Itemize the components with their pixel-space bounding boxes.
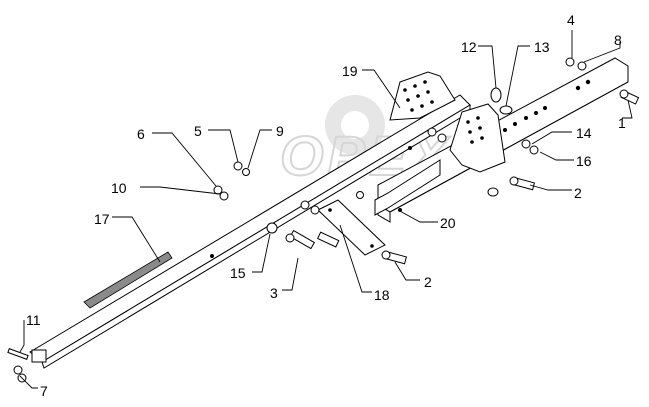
washer-7-a	[13, 365, 23, 375]
callouts: 1 2 2 3 4 5 6 7 8 9 10 11 12 13 14 15 16…	[26, 12, 626, 399]
nut-4	[565, 57, 575, 67]
pin-11	[7, 348, 29, 360]
callout-15: 15	[230, 265, 246, 281]
nut-5	[233, 161, 243, 171]
nut-15	[266, 222, 278, 234]
callout-6: 6	[137, 126, 145, 142]
nut-mid-d	[427, 127, 437, 137]
nut-6	[213, 185, 223, 195]
clip-12	[490, 87, 502, 103]
callout-5: 5	[194, 123, 202, 139]
pedal-plate-lower	[449, 103, 506, 173]
callout-16: 16	[576, 153, 592, 169]
callout-4: 4	[567, 12, 575, 28]
callout-18: 18	[374, 287, 390, 303]
callout-14: 14	[576, 125, 592, 141]
pedal-plate-upper	[389, 71, 456, 121]
callout-19: 19	[342, 63, 358, 79]
nut-mid-a	[300, 200, 310, 210]
callout-8: 8	[614, 32, 622, 48]
washer-10	[219, 191, 229, 201]
bolt-2-upper	[509, 176, 536, 191]
nut-mid-b	[310, 205, 320, 215]
callout-11: 11	[26, 312, 41, 328]
callout-12: 12	[461, 39, 477, 55]
callout-17: 17	[94, 211, 110, 227]
nut-mid-c	[356, 191, 364, 199]
leader-lines	[19, 30, 633, 389]
callout-2-lower: 2	[424, 274, 432, 290]
washer-8	[577, 61, 587, 71]
callout-9: 9	[276, 123, 284, 139]
callout-7: 7	[40, 383, 48, 399]
callout-3: 3	[270, 285, 278, 301]
bolt-3	[285, 229, 340, 250]
washer-16	[529, 145, 539, 155]
callout-2-upper: 2	[574, 185, 582, 201]
plate-20	[374, 159, 441, 216]
callout-10: 10	[111, 180, 127, 196]
nut-14	[521, 139, 531, 149]
bolt-1	[619, 89, 640, 105]
nut-mid-e	[437, 133, 447, 143]
bracket-plate	[317, 199, 386, 256]
washer-9	[242, 168, 250, 176]
bolt-2-lower	[381, 250, 408, 265]
callout-20: 20	[440, 215, 456, 231]
callout-1: 1	[618, 115, 626, 131]
callout-13: 13	[534, 39, 550, 55]
long-arm	[29, 94, 471, 369]
